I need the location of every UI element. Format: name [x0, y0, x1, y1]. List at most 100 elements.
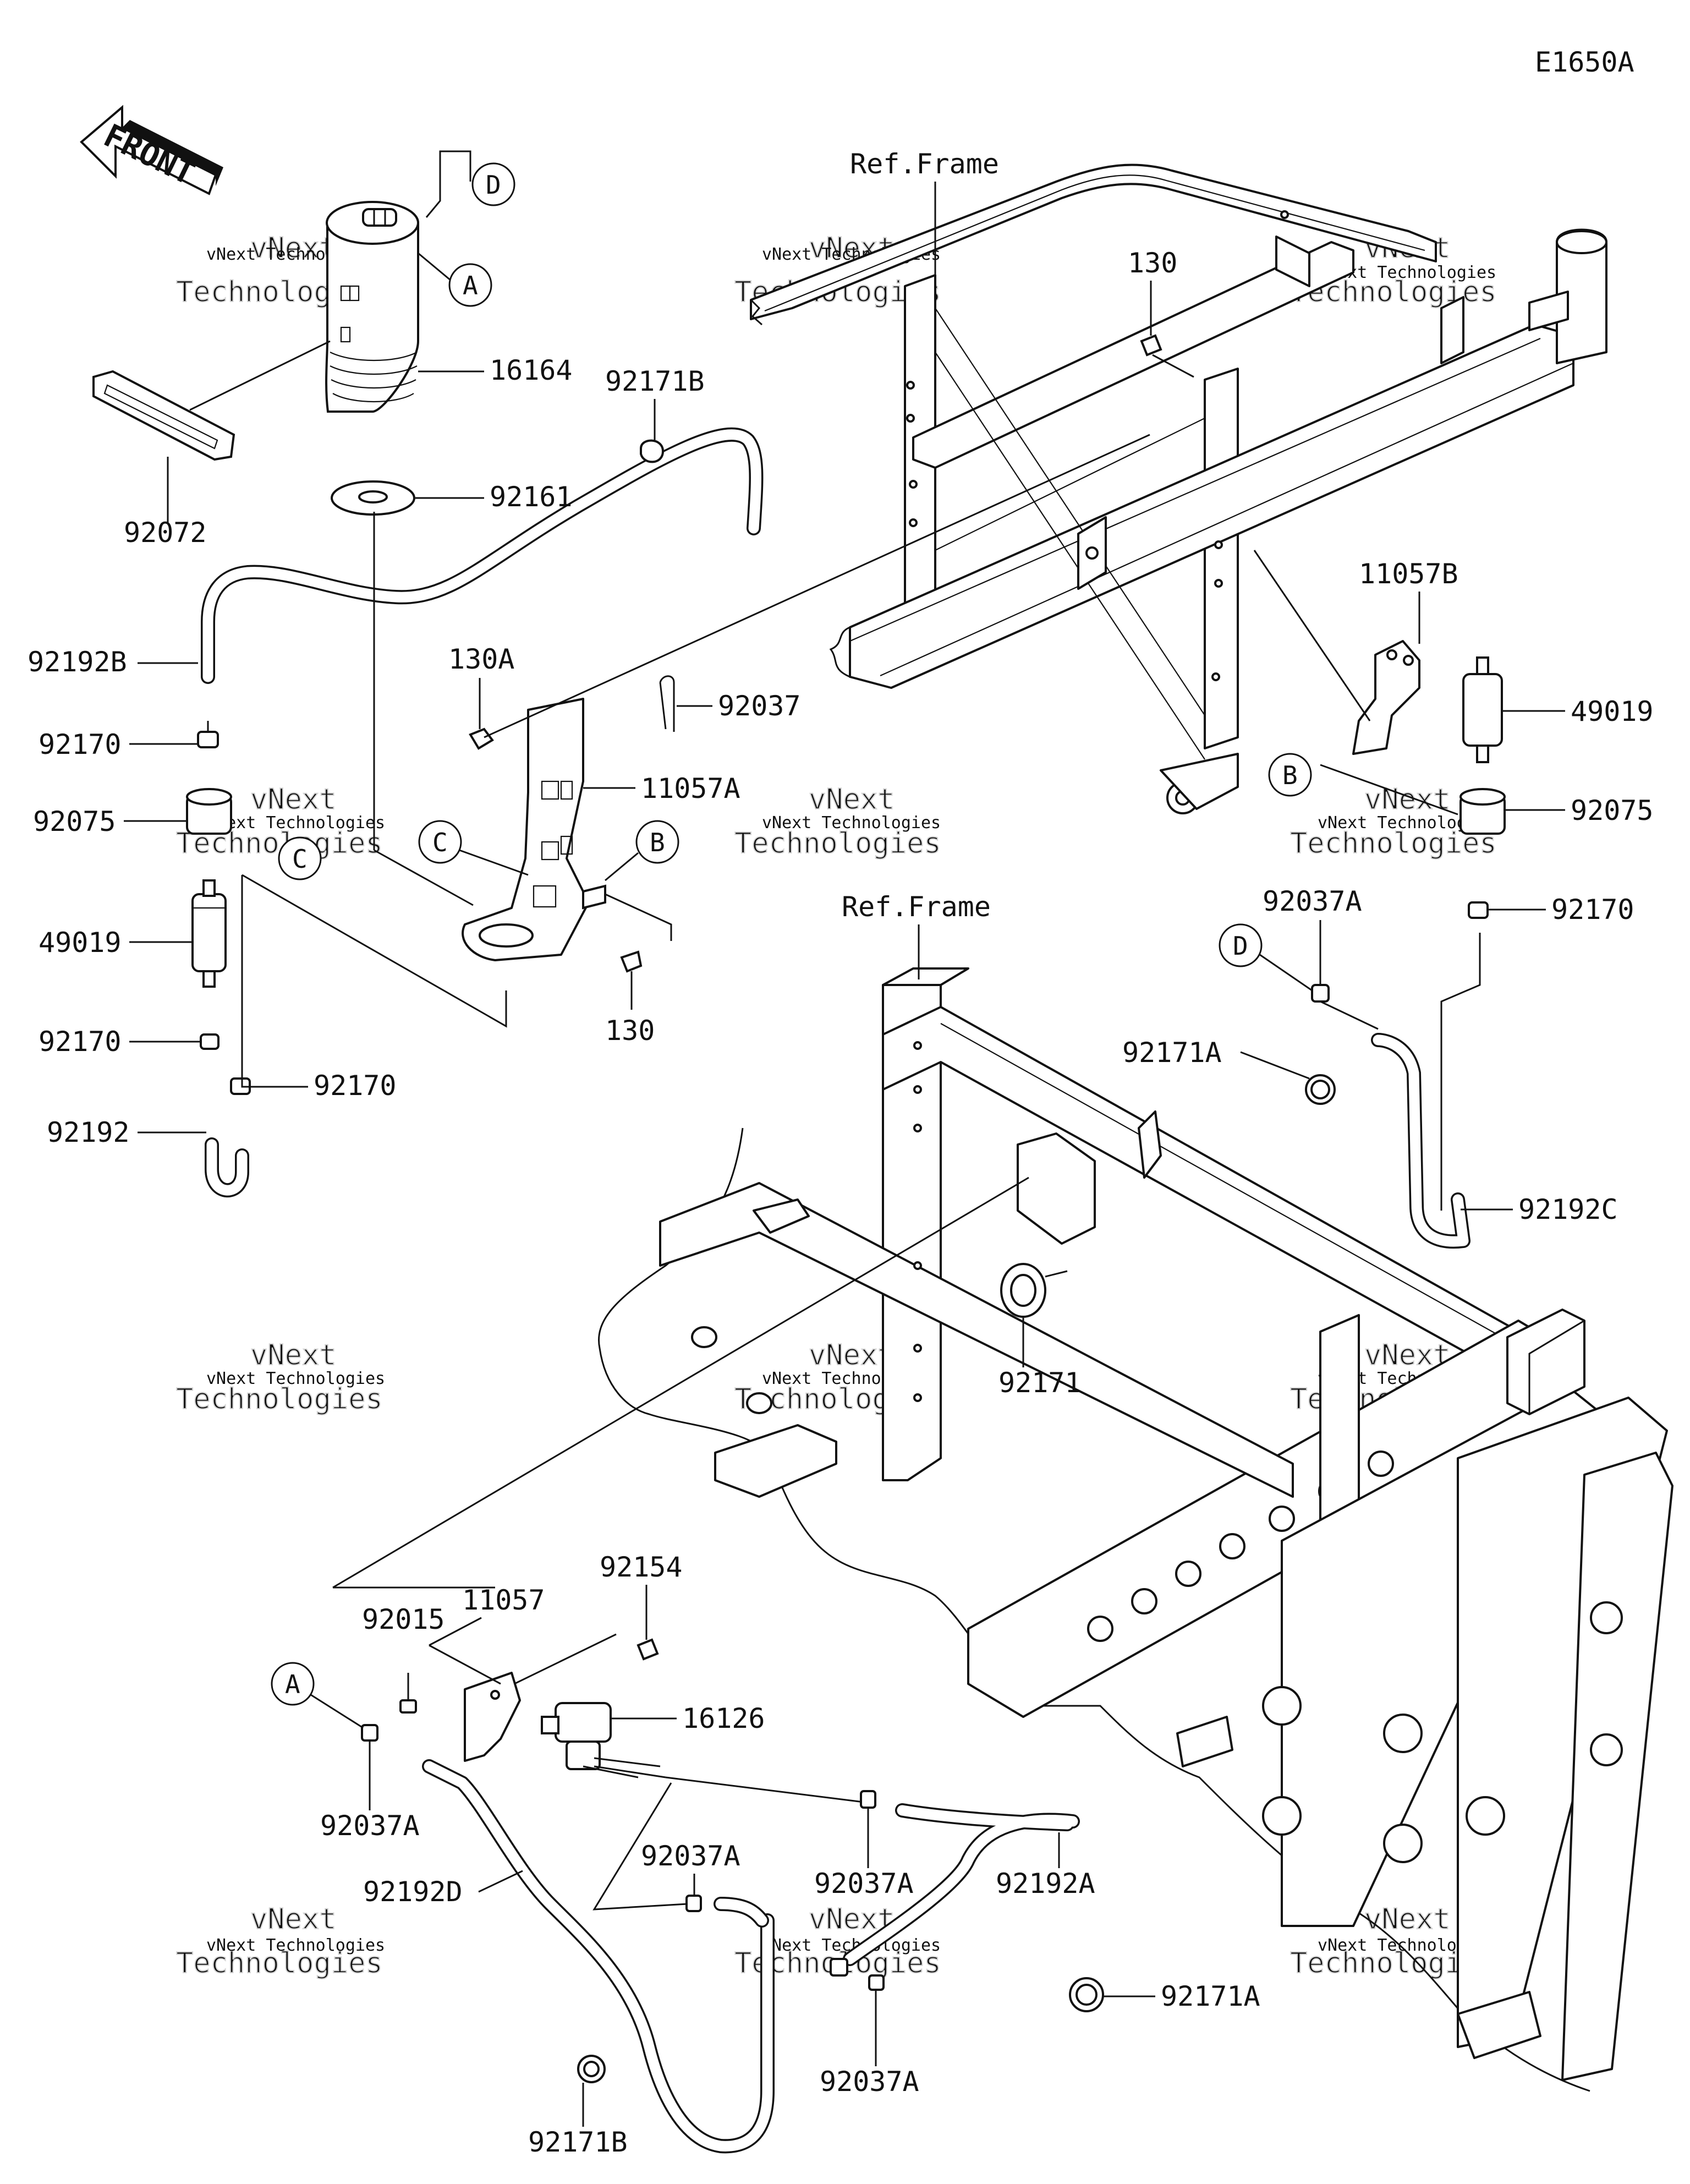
leader-clip-92170 — [241, 875, 250, 1088]
valve-leader-line — [332, 1176, 1029, 1589]
leader-92171a-right — [1240, 1051, 1310, 1080]
label-92171b-top: 92171B — [605, 365, 705, 397]
label-11057: 11057 — [462, 1584, 545, 1616]
hose-92192a[interactable] — [714, 1803, 1080, 1966]
watermark: vNext Technologies vNext Technologies — [1290, 1902, 1497, 1980]
clip-92170-lower[interactable] — [200, 1033, 220, 1050]
label-130-lower: 130 — [605, 1015, 655, 1047]
hose-92192b[interactable] — [201, 427, 764, 684]
leader-11057-label — [429, 1617, 482, 1646]
label-11057a: 11057A — [641, 773, 740, 804]
clamp-92171a-right[interactable] — [1305, 1074, 1336, 1105]
clip-92037a-center[interactable] — [685, 1895, 702, 1912]
clamp-92037[interactable] — [659, 675, 675, 732]
svg-text:vNext: vNext — [250, 783, 337, 816]
label-92015: 92015 — [362, 1603, 445, 1635]
canister-d-leader — [425, 150, 471, 218]
clip-92037a-hose-a[interactable] — [860, 1790, 876, 1809]
upper-frame-drawing — [750, 163, 1607, 814]
filter-49019-left[interactable] — [191, 879, 227, 988]
clip-92037a-valve-left[interactable] — [361, 1724, 378, 1742]
label-92161: 92161 — [490, 481, 573, 513]
bolt-92015[interactable] — [399, 1699, 417, 1714]
clip-92170-right[interactable] — [1468, 901, 1489, 919]
frame-ref-label-top: Ref.Frame — [850, 148, 999, 180]
label-92037a-lower: 92037A — [820, 2066, 919, 2098]
svg-text:vNext Technologies: vNext Technologies — [762, 813, 941, 833]
leader-valve-hose-a — [665, 1776, 864, 1803]
svg-text:Technologies: Technologies — [176, 1947, 383, 1980]
label-92037a-left: 92037A — [320, 1810, 420, 1842]
label-92192: 92192 — [47, 1116, 130, 1148]
clamp-92171a-lower[interactable] — [1069, 1977, 1104, 2012]
svg-text:D: D — [1233, 931, 1248, 961]
bolt-130a[interactable] — [469, 434, 1150, 750]
clip-92037a-lower[interactable] — [830, 1958, 885, 1991]
leader-filter-bracket — [242, 874, 507, 1028]
leader-a-top — [418, 252, 452, 282]
bracket-11057b[interactable] — [1253, 550, 1420, 755]
callout-c-left: C — [278, 836, 322, 880]
svg-text:A: A — [285, 1670, 300, 1699]
label-92037: 92037 — [718, 690, 801, 722]
svg-text:B: B — [650, 828, 665, 857]
svg-text:vNext Technologies: vNext Technologies — [206, 1936, 385, 1955]
leader-a-bottom — [310, 1694, 364, 1729]
canister-band-92072[interactable] — [92, 370, 235, 461]
clamp-92171-center[interactable] — [1000, 1263, 1068, 1318]
hose-92192d[interactable] — [422, 1759, 775, 2154]
clamp-92171b-top[interactable] — [640, 439, 665, 463]
watermark: vNext Technologies vNext Technologies — [734, 782, 942, 861]
front-arrow-icon — [80, 105, 217, 195]
svg-text:vNext: vNext — [250, 1339, 337, 1372]
watermark: vNext Technologies vNext Technologies — [175, 1338, 385, 1416]
label-92037a-hose: 92037A — [814, 1868, 914, 1900]
canister-seat-92161[interactable] — [331, 480, 415, 516]
frame-ref-label-bottom: Ref.Frame — [842, 891, 991, 923]
leader-b-bracket — [605, 852, 639, 882]
front-label: FRONT — [98, 117, 201, 193]
diagram-code: E1650A — [1535, 46, 1634, 78]
label-11057b: 11057B — [1359, 558, 1458, 590]
bracket-11057[interactable] — [464, 1672, 521, 1762]
part-labels: Ref.Frame Ref.Frame 16164 92072 92161 92… — [28, 148, 1654, 2158]
label-92072: 92072 — [124, 517, 207, 549]
bolt-130-lower[interactable] — [620, 950, 643, 1010]
label-16164: 16164 — [490, 354, 573, 386]
callout-d-top: D — [471, 162, 515, 206]
leader-92154 — [514, 1633, 617, 1685]
callout-d-right: D — [1219, 923, 1263, 967]
label-92037a-right: 92037A — [1263, 885, 1362, 917]
band-leader-line — [189, 340, 331, 411]
label-92192b: 92192B — [28, 646, 127, 678]
leader-92192c — [1440, 933, 1481, 1211]
lower-frame-drawing — [598, 967, 1673, 2092]
svg-text:C: C — [432, 828, 448, 857]
label-92075-left: 92075 — [33, 806, 116, 838]
clip-92170[interactable] — [197, 721, 219, 748]
bolt-92154[interactable] — [637, 1638, 659, 1661]
label-92192a: 92192A — [996, 1868, 1095, 1900]
label-92171a-lower: 92171A — [1161, 1980, 1260, 2012]
leader-c-bracket — [459, 849, 529, 876]
callout-a-bottom: A — [271, 1662, 315, 1706]
clamp-92171b-lower[interactable] — [577, 2055, 606, 2083]
svg-text:Technologies: Technologies — [734, 827, 941, 860]
bracket-11057a[interactable] — [462, 698, 606, 961]
canister-16164[interactable] — [325, 201, 419, 413]
clamp-92075-right[interactable] — [1459, 788, 1506, 835]
label-92170-b: 92170 — [39, 1026, 122, 1058]
valve-16126[interactable] — [541, 1702, 666, 1778]
filter-49019-right[interactable] — [1462, 656, 1503, 763]
label-130-top: 130 — [1128, 247, 1177, 279]
bolt-130-top[interactable] — [1140, 334, 1194, 378]
clip-92037a-right[interactable] — [1311, 984, 1379, 1030]
watermark: vNext Technologies vNext Technologies — [175, 782, 385, 861]
hose-92192[interactable] — [205, 1137, 249, 1198]
clamp-92075-left[interactable] — [186, 788, 232, 835]
label-92170-right: 92170 — [1551, 894, 1634, 926]
label-16126: 16126 — [682, 1703, 765, 1734]
svg-text:C: C — [292, 844, 308, 874]
hose-92192c[interactable] — [1371, 1033, 1470, 1249]
